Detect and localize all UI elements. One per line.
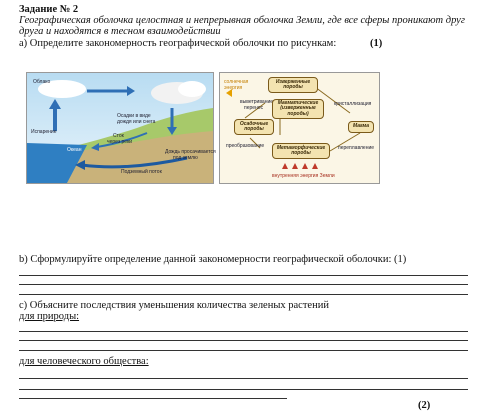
label-groundwater: Подземный поток bbox=[121, 169, 162, 175]
label-solar: солнечная энергия bbox=[224, 79, 249, 91]
magmatic-line-3: породы) bbox=[287, 110, 309, 117]
water-cycle-figure: Облако Испарение Осадки в виде дождя или… bbox=[26, 72, 216, 184]
task-title: Задание № 2 bbox=[19, 4, 79, 15]
label-seepage-2: под землю bbox=[173, 155, 198, 161]
label-seepage-1: Дождь просачивается bbox=[165, 149, 216, 155]
box-sedimentary: Осадочные породы bbox=[234, 119, 274, 135]
sedimentary-line-2: породы bbox=[244, 126, 264, 132]
box-magma: Магма bbox=[348, 121, 374, 133]
box-metamorphic: Метаморфические породы bbox=[272, 143, 330, 159]
label-crystallization: кристаллизация bbox=[334, 101, 372, 107]
box-magmatic: Магматические (изверженные породы) bbox=[272, 99, 324, 119]
metamorphic-line-2: породы bbox=[291, 150, 311, 156]
label-precipitation-2: дождя или снега bbox=[117, 119, 156, 125]
igneous-line-1: Изверженные bbox=[275, 78, 311, 85]
label-evaporation: Испарение bbox=[31, 129, 57, 135]
for-nature-label: для природы: bbox=[19, 311, 80, 322]
sedimentary-line-1: Осадочные bbox=[239, 120, 269, 127]
part-b-question: b) Сформулируйте определение данной зако… bbox=[19, 254, 407, 265]
answer-line-b1[interactable] bbox=[19, 275, 468, 276]
igneous-line-2: породы bbox=[283, 84, 303, 90]
label-precipitation-1: Осадки в виде bbox=[117, 113, 151, 119]
label-melting: переплавление bbox=[338, 145, 375, 151]
part-a-points: (1) bbox=[370, 38, 383, 49]
answer-line-c3[interactable] bbox=[19, 350, 468, 351]
label-weathering-2: перенос bbox=[244, 105, 264, 111]
answer-line-b2[interactable] bbox=[19, 284, 468, 285]
label-cloud: Облако bbox=[33, 79, 51, 85]
answer-line-c1[interactable] bbox=[19, 331, 468, 332]
box-igneous: Изверженные породы bbox=[268, 77, 318, 93]
answer-line-c4[interactable] bbox=[19, 378, 468, 379]
label-transformation: преобразование bbox=[226, 143, 265, 149]
answer-line-c5[interactable] bbox=[19, 389, 468, 390]
last-points: (2) bbox=[418, 400, 431, 411]
answer-line-b3[interactable] bbox=[19, 294, 468, 295]
magma-label: Магма bbox=[352, 123, 370, 130]
answer-line-c6[interactable] bbox=[19, 398, 287, 399]
part-a-question: а) Определите закономерность географичес… bbox=[19, 38, 337, 49]
label-internal-energy: внутренняя энергия Земли bbox=[272, 173, 335, 179]
intro-line-2: друга и находятся в тесном взаимодействи… bbox=[19, 26, 221, 37]
magmatic-line-1: Магматические bbox=[277, 99, 319, 106]
label-runoff-2: через реки bbox=[107, 139, 133, 145]
label-runoff-1: Сток bbox=[113, 133, 124, 139]
intro-line-1: Географическая оболочка целостная и непр… bbox=[19, 15, 465, 26]
for-society-label: для человеческого общества: bbox=[19, 356, 149, 367]
label-ocean: Океан bbox=[67, 147, 82, 153]
magmatic-line-2: (изверженные bbox=[280, 105, 316, 112]
metamorphic-line-1: Метаморфические bbox=[276, 144, 326, 151]
label-weathering-1: выветривание, bbox=[240, 99, 275, 105]
part-c-question: с) Объясните последствия уменьшения коли… bbox=[19, 300, 329, 311]
answer-line-c2[interactable] bbox=[19, 340, 468, 341]
rock-cycle-figure: солнечная энергия Изверженные породы выв… bbox=[219, 72, 380, 184]
